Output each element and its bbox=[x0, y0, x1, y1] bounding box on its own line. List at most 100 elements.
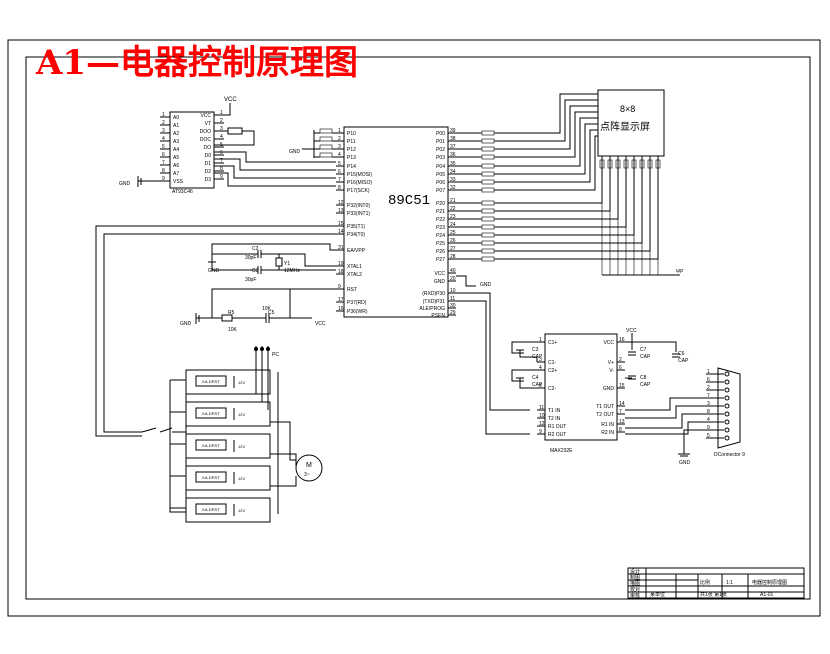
eeprom-pin-label: A0 bbox=[173, 115, 179, 121]
relay-label: KA-DPDT bbox=[202, 475, 220, 480]
eeprom-pin-number: 1 bbox=[220, 110, 223, 116]
mcu-pin-label: P22 bbox=[436, 217, 445, 223]
max232-pin-label: T1 IN bbox=[548, 408, 561, 414]
outer-frame bbox=[7, 39, 821, 617]
mcu-pin-number: 15 bbox=[338, 221, 344, 227]
mcu-pin-label: P26 bbox=[436, 249, 445, 255]
relay-voltage: 12V bbox=[238, 444, 245, 449]
mcu-pin-label: XTAL2 bbox=[347, 272, 362, 278]
max232-name: MAX232E bbox=[550, 448, 573, 454]
max232-pin-label: V- bbox=[609, 368, 614, 374]
tb-drawing-name: 电器控制原理图 bbox=[752, 579, 787, 586]
db9-pin-number: 8 bbox=[707, 409, 710, 415]
mcu-pin-number: 35 bbox=[450, 161, 456, 167]
mcu-pin-label: (TXD)P31 bbox=[423, 299, 445, 305]
relay-voltage: 12V bbox=[238, 380, 245, 385]
reset-circuit: R5 10K C5 10K GND VCC bbox=[180, 288, 336, 333]
mcu-pin-label: P23 bbox=[436, 225, 445, 231]
mcu-pin-label: EA/VPP bbox=[347, 248, 366, 254]
mcu-pin-number: 39 bbox=[450, 128, 456, 134]
p0-bus bbox=[456, 93, 598, 193]
eeprom-pin-label: DOO bbox=[200, 129, 212, 135]
eeprom-pin-number: 1 bbox=[162, 112, 165, 118]
db9-pin-number: 5 bbox=[707, 433, 710, 439]
pc-label: PC bbox=[272, 352, 279, 358]
mcu-pin-number: 36 bbox=[450, 152, 456, 158]
eeprom-pin-label: A1 bbox=[173, 123, 179, 129]
mcu-pin-label: P04 bbox=[436, 164, 445, 170]
max232-pin-label: T1 OUT bbox=[596, 404, 614, 410]
eeprom-pin-number: 8 bbox=[162, 168, 165, 174]
eeprom-name: AT93C46 bbox=[172, 189, 193, 195]
relay-label: KA-DPDT bbox=[202, 411, 220, 416]
r5-label: R5 bbox=[228, 310, 235, 316]
crystal-gnd-label: GND bbox=[208, 268, 220, 274]
eeprom-pin-label: DO bbox=[204, 145, 212, 151]
mcu-pin-number: 17 bbox=[338, 297, 344, 303]
max232-pin-number: 7 bbox=[619, 409, 622, 415]
display-bus-tag: ΨP bbox=[676, 269, 684, 275]
c5-value: 10K bbox=[262, 306, 272, 312]
c3-label: C3 bbox=[252, 268, 259, 274]
eeprom-pin-number: 9 bbox=[220, 174, 223, 180]
max232-pin-number: 3 bbox=[539, 357, 542, 363]
c2-label: C2 bbox=[252, 246, 259, 252]
mcu-pin-label: P20 bbox=[436, 201, 445, 207]
eeprom-pin-number: 4 bbox=[162, 136, 165, 142]
crystal-circuit: C2 30pF C3 30pF Y1 12MHz GND bbox=[208, 243, 336, 283]
eeprom-pin-number: 7 bbox=[162, 160, 165, 166]
display-column-lines bbox=[599, 156, 680, 276]
eeprom-pin-number: 6 bbox=[220, 150, 223, 156]
eeprom-pin-number: 9 bbox=[162, 176, 165, 182]
max232-pin-label: V+ bbox=[608, 360, 614, 366]
mcu-pin-label: P00 bbox=[436, 131, 445, 137]
db9-pin-number: 7 bbox=[707, 393, 710, 399]
mcu-pin-label: P25 bbox=[436, 241, 445, 247]
eeprom-pin-label: VT bbox=[205, 121, 211, 127]
mcu-pin-label: P17(SCK) bbox=[347, 188, 370, 194]
tb-scale-value: 1:1 bbox=[726, 580, 733, 586]
motor-phase: 3~ bbox=[304, 472, 310, 478]
title-block-row-label: 审核 bbox=[630, 592, 640, 599]
c3-value: 30pF bbox=[245, 277, 256, 283]
eeprom-pin-label: VCC bbox=[200, 113, 211, 119]
mcu-pin-label: PSEN bbox=[431, 313, 445, 319]
mcu-pin-number: 40 bbox=[450, 268, 456, 274]
tb-company: 某单位 bbox=[650, 591, 665, 598]
mcu-pin-label: P13 bbox=[347, 155, 356, 161]
max232-pin-label: C2- bbox=[548, 386, 556, 392]
eeprom-pin-number: 6 bbox=[162, 152, 165, 158]
max232-pin-number: 12 bbox=[539, 421, 545, 427]
db9-pin-number: 9 bbox=[707, 425, 710, 431]
mcu-gnd-label: GND bbox=[480, 282, 492, 288]
mcu-pin-label: P36(WR) bbox=[347, 309, 368, 315]
eeprom-pin-number: 2 bbox=[162, 120, 165, 126]
mcu-pin-number: 19 bbox=[338, 261, 344, 267]
eeprom-pin-number: 8 bbox=[220, 166, 223, 172]
db9-pin-number: 4 bbox=[707, 417, 710, 423]
max232-pin-label: R1 OUT bbox=[548, 424, 566, 430]
eeprom-pin-label: D3 bbox=[205, 177, 212, 183]
mcu-pin-label: VCC bbox=[434, 271, 445, 277]
mcu-pin-number: 5 bbox=[338, 161, 341, 167]
eeprom-pin-label: A5 bbox=[173, 155, 179, 161]
r5-value: 10K bbox=[228, 327, 238, 333]
relay-wiring bbox=[95, 225, 336, 437]
relay-voltage: 12V bbox=[238, 508, 245, 513]
eeprom-pin-label: D1 bbox=[205, 161, 212, 167]
mcu-pin-label: P32(INT0) bbox=[347, 203, 370, 209]
mcu-pin-label: ALE/PROG bbox=[419, 306, 445, 312]
max232-pin-label: GND bbox=[603, 386, 615, 392]
eeprom-pin-label: A2 bbox=[173, 131, 179, 137]
crystal-label: Y1 bbox=[284, 261, 290, 267]
mcu-pin-label: P12 bbox=[347, 147, 356, 153]
max232-pin-number: 16 bbox=[619, 337, 625, 343]
mcu-pin-number: 1 bbox=[338, 128, 341, 134]
